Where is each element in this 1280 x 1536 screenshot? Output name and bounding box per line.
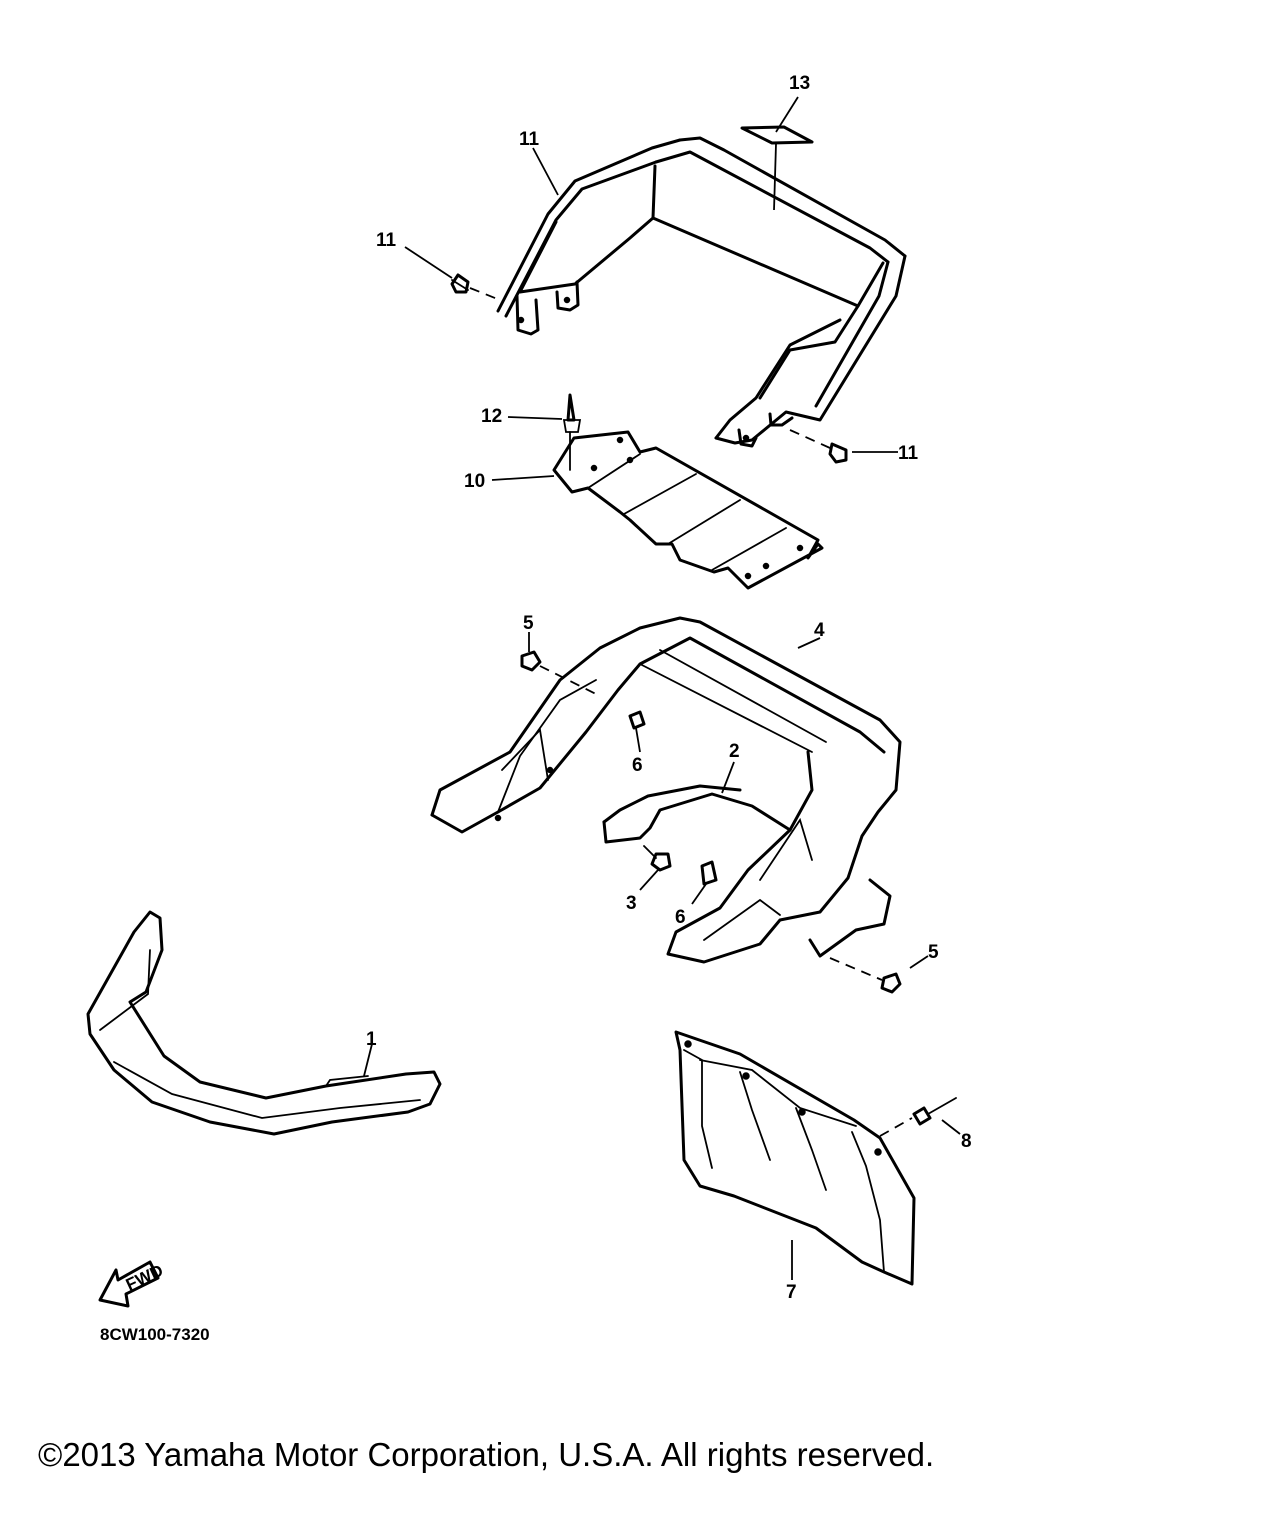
callout-1: 1 (366, 1029, 377, 1050)
callout-11-right: 11 (898, 443, 919, 464)
part-1-bumper (86, 910, 442, 1136)
callout-9: 11 (519, 129, 540, 150)
part-3-bolt (643, 845, 672, 872)
part-11-bolt-left (450, 273, 501, 301)
part-11-bolt-right (789, 429, 848, 464)
part-9-rear-guard (496, 136, 907, 448)
part-6-nut-upper (628, 710, 646, 730)
part-10-floor-plate (552, 430, 824, 590)
callout-11-left: 11 (376, 230, 397, 251)
callout-2: 2 (729, 741, 740, 762)
callout-5-lower: 5 (928, 942, 939, 963)
part-5-bolt-lower (829, 957, 902, 994)
part-2-stay (602, 784, 892, 958)
fwd-arrow-icon: FWD (98, 1260, 166, 1308)
callout-12: 12 (481, 406, 502, 427)
part-7-mud-flap (674, 1030, 916, 1286)
callout-6-lower: 6 (675, 907, 686, 928)
callout-13: 13 (789, 73, 810, 94)
part-4-fender-frame (430, 616, 902, 964)
copyright-notice: ©2013 Yamaha Motor Corporation, U.S.A. A… (38, 1436, 935, 1473)
part-12-clip (562, 393, 582, 471)
callout-8: 8 (961, 1131, 972, 1152)
part-8-screw (879, 1097, 957, 1137)
callout-7: 7 (786, 1282, 797, 1303)
part-6-nut-lower (700, 860, 718, 886)
part-5-bolt-upper (520, 650, 601, 697)
callout-3: 3 (626, 893, 637, 914)
callout-5-upper: 5 (523, 613, 534, 634)
drawing-code: 8CW100-7320 (100, 1325, 210, 1344)
callout-6-upper: 6 (632, 755, 643, 776)
leader-lines (363, 96, 961, 1280)
part-13-label (740, 125, 814, 145)
callout-10: 10 (464, 471, 485, 492)
callout-4: 4 (814, 620, 825, 641)
